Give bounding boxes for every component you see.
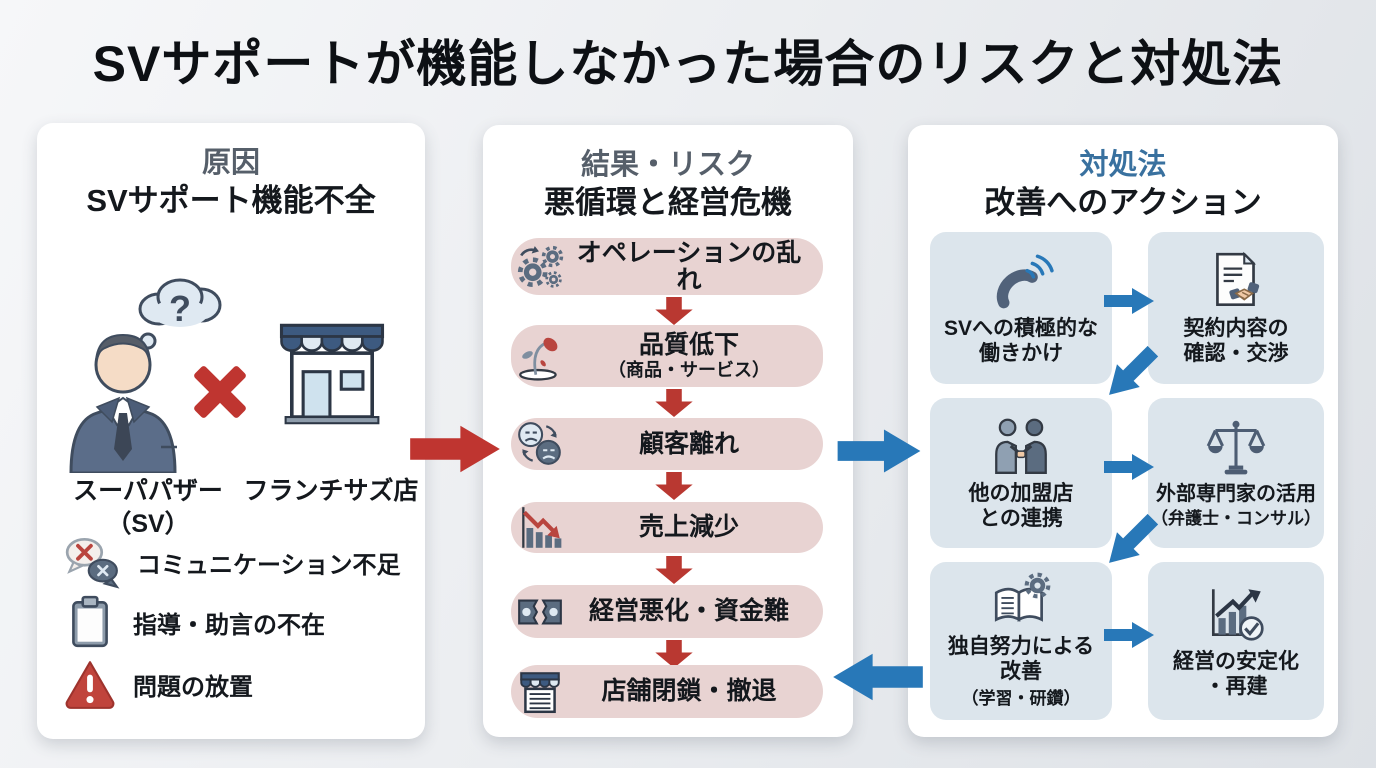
partnership-handshake-icon bbox=[988, 415, 1054, 477]
broken-link-x-icon bbox=[187, 359, 253, 425]
action-cell-label: 他の加盟店 との連携 bbox=[969, 481, 1074, 531]
growth-check-icon bbox=[1203, 583, 1269, 645]
risk-step-label: 店舗閉鎖・撤退 bbox=[601, 677, 777, 706]
cause-issue-row: コミュニケーション不足 bbox=[63, 535, 401, 589]
action-cell-line3: （学習・研鑽） bbox=[961, 688, 1081, 708]
action-cell-line1: 経営の安定化 bbox=[1173, 649, 1299, 673]
risk-flow-down-arrow bbox=[651, 640, 697, 668]
risk-step: 顧客離れ bbox=[511, 418, 823, 470]
risk-step: 品質低下 （商品・サービス） bbox=[511, 325, 823, 387]
action-cell: 他の加盟店 との連携 bbox=[930, 398, 1112, 548]
declining-chart-icon bbox=[511, 503, 569, 553]
action-cell: 独自努力による 改善 （学習・研鑽） bbox=[930, 562, 1112, 720]
cause-issue-row: 指導・助言の不在 bbox=[63, 595, 325, 649]
torn-money-icon bbox=[511, 587, 569, 637]
action-header: 対処法 bbox=[1079, 149, 1167, 181]
closed-store-icon bbox=[511, 667, 569, 717]
action-cell-line1: 他の加盟店 bbox=[968, 481, 1074, 505]
supervisor-label-line1: スーパパザー bbox=[73, 477, 223, 505]
risk-flow-down-arrow bbox=[651, 556, 697, 584]
risk-step-label: 品質低下 （商品・サービス） bbox=[569, 332, 823, 379]
action-cell-label: 経営の安定化 ・再建 bbox=[1173, 649, 1299, 699]
gears-icon bbox=[511, 242, 569, 292]
action-cell-line2: （弁護士・コンサル） bbox=[1151, 509, 1321, 528]
action-cell-line2: ・再建 bbox=[1204, 675, 1268, 698]
risk-step-label: 顧客離れ bbox=[638, 429, 739, 458]
action-cell: 経営の安定化 ・再建 bbox=[1148, 562, 1324, 720]
cause-to-risk-arrow bbox=[410, 423, 500, 475]
issue-label: コミュニケーション不足 bbox=[137, 551, 401, 579]
action-cell: SVへの積極的な 働きかけ bbox=[930, 232, 1112, 384]
cause-panel: 原因 SVサポート機能不全 ? bbox=[37, 123, 425, 739]
risk-step-label: 売上減少 bbox=[638, 513, 739, 542]
unhappy-customers-icon bbox=[511, 419, 569, 469]
action-cell-line2: 確認・交渉 bbox=[1183, 342, 1289, 365]
issue-label: 指導・助言の不在 bbox=[133, 611, 325, 639]
franchise-store-label: フランチサズ店 bbox=[243, 477, 419, 505]
risk-header: 結果・リスク bbox=[580, 149, 755, 181]
risk-step: オペレーションの乱れ bbox=[511, 238, 823, 295]
action-arrow-diagonal bbox=[1096, 506, 1165, 575]
wilted-flower-icon bbox=[511, 331, 569, 381]
action-arrow-right bbox=[1104, 619, 1154, 651]
action-cell-line2: との連携 bbox=[979, 507, 1063, 530]
supervisor-label: スーパパザー （SV） bbox=[43, 475, 253, 540]
risk-step-label: オペレーションの乱れ bbox=[576, 239, 802, 294]
action-cell-line1: 外部専門家の活用 bbox=[1156, 483, 1316, 505]
issue-label: 問題の放置 bbox=[133, 673, 253, 701]
action-cell-line2: 改善 bbox=[1000, 660, 1042, 684]
risk-step: 売上減少 bbox=[511, 502, 823, 553]
action-arrow-diagonal bbox=[1096, 338, 1165, 407]
risk-step-label-sub: （商品・サービス） bbox=[608, 359, 770, 380]
action-panel: 対処法 改善へのアクション SVへの積極的な 働きかけ bbox=[908, 125, 1338, 737]
risk-to-action-arrow bbox=[834, 427, 924, 475]
phone-call-icon bbox=[988, 250, 1054, 312]
cause-issue-row: 問題の放置 bbox=[63, 657, 253, 711]
action-arrow-right bbox=[1104, 285, 1154, 317]
action-cell-line2: 働きかけ bbox=[978, 342, 1063, 365]
risk-subtitle: 悪循環と経営危機 bbox=[544, 185, 792, 220]
cause-header: 原因 bbox=[201, 147, 260, 179]
justice-scales-icon bbox=[1203, 416, 1269, 478]
franchise-store-icon bbox=[265, 315, 399, 449]
supervisor-label-line2: （SV） bbox=[106, 509, 190, 538]
action-to-risk-return-arrow bbox=[830, 651, 926, 703]
action-cell-label: SVへの積極的な 働きかけ bbox=[944, 316, 1098, 366]
action-cell-line1: 独自努力による bbox=[947, 635, 1095, 659]
no-communication-icon bbox=[63, 535, 121, 589]
action-cell: 外部専門家の活用 （弁護士・コンサル） bbox=[1148, 398, 1324, 548]
risk-flow-down-arrow bbox=[651, 472, 697, 500]
action-cell-label: 契約内容の 確認・交渉 bbox=[1184, 316, 1289, 366]
supervisor-icon: ? bbox=[53, 261, 243, 473]
action-cell-label: 外部専門家の活用 （弁護士・コンサル） bbox=[1151, 482, 1321, 530]
action-subtitle: 改善へのアクション bbox=[984, 185, 1262, 220]
risk-step: 経営悪化・資金難 bbox=[511, 585, 823, 638]
action-cell: 契約内容の 確認・交渉 bbox=[1148, 232, 1324, 384]
question-mark: ? bbox=[169, 288, 191, 329]
action-cell-label: 独自努力による 改善 （学習・研鑽） bbox=[948, 634, 1094, 710]
risk-step-label-main: 品質低下 bbox=[638, 331, 739, 360]
clipboard-icon bbox=[63, 594, 117, 650]
risk-flow-down-arrow bbox=[651, 389, 697, 417]
action-cell-line1: 契約内容の bbox=[1183, 316, 1289, 340]
risk-panel: 結果・リスク 悪循環と経営危機 オペレーションの乱れ bbox=[483, 125, 853, 737]
page-title: SVサポートが機能しなかった場合のリスクと対処法 bbox=[92, 36, 1284, 92]
book-gear-icon bbox=[988, 572, 1054, 630]
action-cell-line1: SVへの積極的な bbox=[943, 316, 1098, 340]
action-arrow-right bbox=[1104, 451, 1154, 483]
risk-step-label: 経営悪化・資金難 bbox=[588, 597, 789, 626]
warning-icon bbox=[63, 658, 117, 710]
contract-handshake-icon bbox=[1203, 250, 1269, 312]
risk-step: 店舗閉鎖・撤退 bbox=[511, 665, 823, 718]
cause-subtitle: SVサポート機能不全 bbox=[86, 183, 376, 218]
risk-flow-down-arrow bbox=[651, 297, 697, 325]
